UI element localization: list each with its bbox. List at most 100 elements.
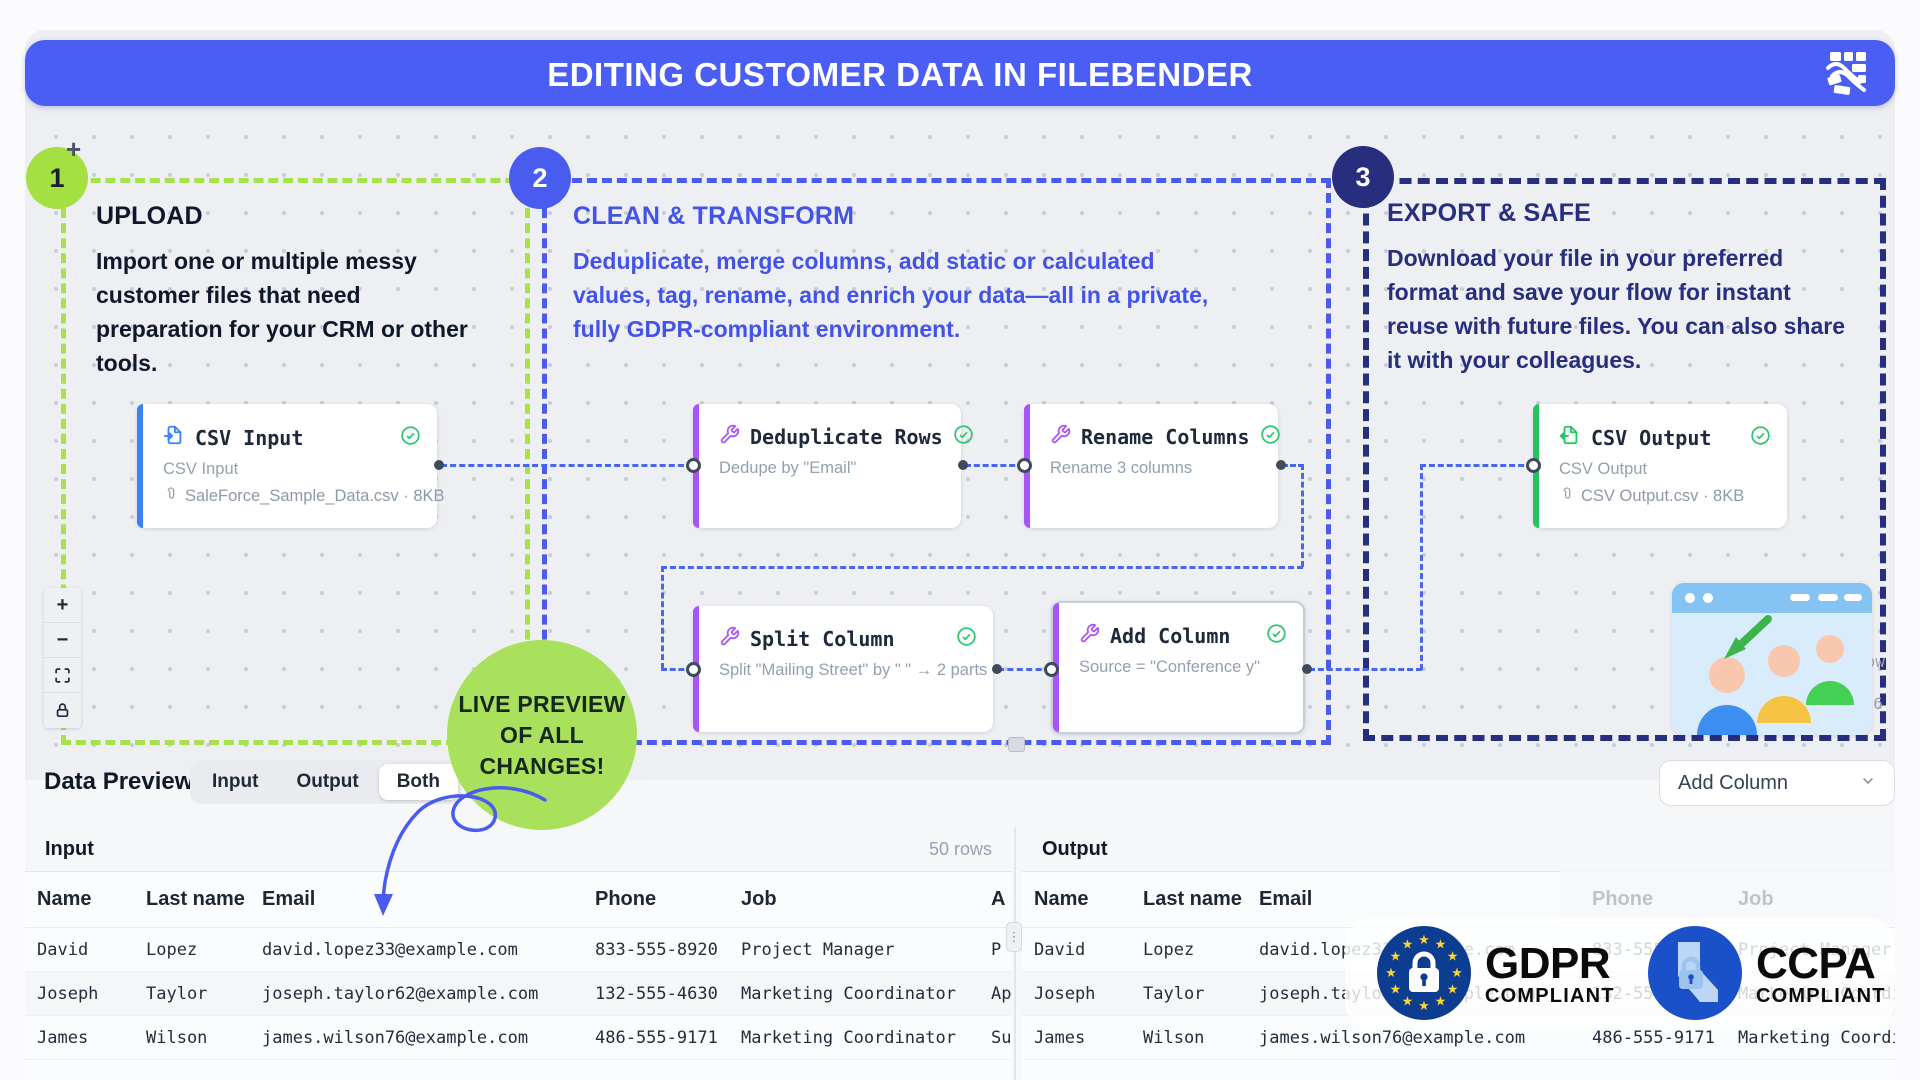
edge-rename-split-e: [661, 668, 693, 671]
svg-text:★: ★: [1390, 950, 1402, 965]
input-handle-dedupe[interactable]: [686, 458, 701, 473]
wrench-icon: [719, 424, 740, 450]
node-subtitle: Split "Mailing Street" by " " → 2 parts: [719, 661, 988, 679]
tab-both[interactable]: Both: [378, 764, 458, 800]
add-column-label: Add Column: [1678, 771, 1789, 794]
fit-view-button[interactable]: [44, 658, 81, 693]
column-header: Email: [1259, 888, 1313, 910]
node-title: CSV Input: [195, 425, 304, 450]
table-row: David Lopez david.lopez33@example.com 83…: [25, 928, 1012, 972]
zoom-out-button[interactable]: −: [44, 623, 81, 658]
region-resize-handle[interactable]: [1008, 737, 1025, 752]
share-colleagues-illustration: [1672, 583, 1872, 735]
column-header: Job: [741, 888, 777, 910]
input-handle-add[interactable]: [1044, 662, 1059, 677]
canvas-plus-marker[interactable]: +: [66, 134, 82, 164]
file-import-icon: [163, 424, 185, 451]
table-cell: 486-555-9171: [1592, 1027, 1715, 1048]
node-csv-input[interactable]: CSV Input CSV Input SaleForce_Sample_Dat…: [137, 404, 445, 528]
add-column-dropdown[interactable]: Add Column: [1659, 760, 1895, 806]
table-cell: P: [991, 939, 1002, 960]
table-cell: 132-555-4630: [595, 983, 718, 1004]
page-title: EDITING CUSTOMER DATA IN FILEBENDER: [547, 56, 1253, 93]
input-handle-rename[interactable]: [1017, 458, 1032, 473]
step1-description: Import one or multiple messy customer fi…: [96, 248, 468, 376]
callout-line: CHANGES!: [479, 752, 605, 779]
table-cell: Joseph: [37, 983, 99, 1004]
input-table: Input 50 rows Name Last name Email Phone…: [25, 828, 1012, 1080]
status-check-icon: [1260, 424, 1281, 450]
swirl-arrow: [360, 782, 560, 937]
node-title: Add Column: [1110, 624, 1231, 648]
canvas-controls: + −: [44, 588, 81, 728]
tab-input[interactable]: Input: [212, 771, 259, 792]
edge-rename-split-a: [1282, 464, 1304, 467]
edge-add-output-c: [1420, 464, 1533, 467]
status-check-icon: [956, 626, 977, 652]
step2-region-border: [542, 178, 1331, 745]
table-row: James Wilson james.wilson76@example.com …: [1022, 1016, 1895, 1060]
input-handle-csv-output[interactable]: [1526, 458, 1541, 473]
step1-region-border: [61, 178, 530, 745]
edge-rename-split-b: [1301, 464, 1304, 567]
preview-mode-switcher: Input Output Both: [190, 760, 462, 804]
node-subtitle: CSV Input: [163, 460, 239, 478]
ccpa-badge: CCPA COMPLIANT: [1648, 926, 1886, 1025]
file-export-icon: [1559, 424, 1581, 451]
paperclip-icon: [163, 486, 179, 507]
svg-text:★: ★: [1451, 966, 1463, 981]
node-split-column[interactable]: Split Column Split "Mailing Street" by "…: [693, 606, 993, 732]
input-handle-split[interactable]: [686, 662, 701, 677]
node-accent: [137, 404, 143, 528]
node-csv-output[interactable]: CSV Output CSV Output CSV Output.csv · 8…: [1533, 404, 1787, 528]
table-cell: Joseph: [1034, 983, 1096, 1004]
step3-region-border: [1363, 178, 1886, 741]
svg-text:★: ★: [1385, 966, 1397, 981]
wrench-icon: [719, 626, 740, 652]
output-handle-split[interactable]: [992, 664, 1002, 674]
edge-add-output-a: [1309, 668, 1422, 671]
output-handle-dedupe[interactable]: [958, 460, 968, 470]
output-handle-add[interactable]: [1302, 664, 1312, 674]
step2-description: Deduplicate, merge columns, add static o…: [573, 248, 1209, 342]
output-handle-csv-input[interactable]: [434, 460, 444, 470]
table-cell: Marketing Coordinator: [1738, 1027, 1895, 1048]
table-cell: joseph.taylor62@example.com: [262, 983, 539, 1004]
output-handle-rename[interactable]: [1276, 460, 1286, 470]
node-rename-columns[interactable]: Rename Columns Rename 3 columns: [1024, 404, 1281, 528]
node-subtitle: Dedupe by "Email": [719, 459, 857, 477]
table-cell: david.lopez33@example.com: [262, 939, 518, 960]
input-table-header: Name Last name Email Phone Job A: [25, 872, 1012, 928]
node-add-column[interactable]: Add Column Source = "Conference y": [1051, 601, 1305, 734]
table-cell: David: [37, 939, 89, 960]
edge-rename-split-c: [661, 566, 1303, 569]
step2-title: CLEAN & TRANSFORM: [573, 202, 855, 230]
zoom-in-button[interactable]: +: [44, 588, 81, 623]
input-table-label: Input: [45, 838, 94, 860]
table-split-drag-handle[interactable]: ⋮: [1006, 922, 1022, 952]
table-cell: Lopez: [1143, 939, 1195, 960]
column-header: Phone: [595, 888, 657, 910]
gdpr-compliant-label: COMPLIANT: [1485, 985, 1615, 1007]
table-cell: 486-555-9171: [595, 1027, 718, 1048]
table-cell: Wilson: [1143, 1027, 1205, 1048]
svg-text:★: ★: [1402, 937, 1414, 952]
column-header: A: [991, 888, 1006, 910]
node-title: Deduplicate Rows: [750, 425, 943, 449]
table-cell: Project Manager: [741, 939, 895, 960]
column-header: Name: [37, 888, 92, 910]
node-subtitle: Source = "Conference y": [1079, 658, 1260, 676]
column-header: Email: [262, 888, 316, 910]
table-cell: Marketing Coordinator: [741, 983, 956, 1004]
svg-text:★: ★: [1390, 983, 1402, 998]
step1-number-badge: 1: [26, 147, 88, 209]
step2-number-badge: 2: [509, 147, 571, 209]
wrench-icon: [1079, 623, 1100, 649]
header-bar: [25, 40, 1895, 106]
table-cell: Su: [991, 1027, 1012, 1048]
node-deduplicate-rows[interactable]: Deduplicate Rows Dedupe by "Email": [693, 404, 973, 528]
lock-button[interactable]: [44, 693, 81, 728]
edge-dedupe-rename: [965, 464, 1024, 467]
tab-output[interactable]: Output: [296, 771, 359, 792]
